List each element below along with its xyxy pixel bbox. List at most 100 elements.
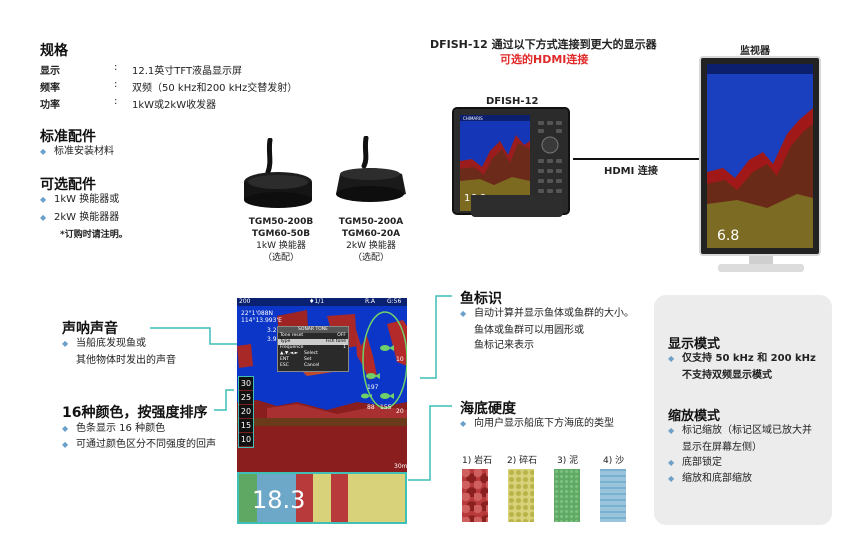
spec-key: 显示 [40,66,60,77]
optional-item: ◆1kW 换能器或 [40,194,120,205]
spec-value: 12.1英寸TFT液晶显示屏 [132,66,243,77]
diamond-bullet-icon: ◆ [62,424,69,433]
seabed-title: 海底硬度 [460,401,516,417]
optional-title: 可选配件 [40,177,96,193]
longitude-readout: 114°13.993'E [241,317,282,324]
fish-id-item-cont: 鱼体或鱼群可以用圆形或 [474,325,584,336]
display-mode-item: ◆仅支持 50 kHz 和 200 kHz [668,353,816,364]
diamond-bullet-icon: ◆ [668,354,675,363]
depth-scale-tick: 10 [396,356,404,363]
display-mode-title: 显示模式 [668,337,721,352]
diamond-bullet-icon: ◆ [668,458,675,467]
device-mount [471,195,563,217]
diamond-bullet-icon: ◆ [62,440,69,449]
transducer-2kw-image [330,135,410,208]
standard-item: ◆标准安装材料 [40,146,114,157]
standard-title: 标准配件 [40,129,96,145]
depth-small-readout: 3.2 [267,327,277,334]
colors-item: ◆色条显示 16 种颜色 [62,423,166,434]
sand-swatch [600,469,626,522]
sonar-sound-item-cont: 其他物体时发出的声音 [76,355,176,366]
fish-size-label: 197 [367,384,379,391]
fish-id-item-cont: 鱼标记来表示 [474,340,534,351]
color-scale-bar: 30 25 20 15 10 [238,376,254,448]
seabed-type-label: 2) 碎石 [507,456,538,466]
color-scale-step: 15 [239,419,253,433]
zoom-mode-title: 缩放模式 [668,409,721,424]
fish-size-label: 88 [367,404,375,411]
seabed-type-label: 3) 泥 [557,456,579,466]
seabed-segment [330,474,349,522]
fish-id-title: 鱼标识 [460,291,502,307]
mud-swatch [554,469,580,522]
seabed-segment [348,474,405,522]
menu-title: SONAR TONE [278,327,348,333]
fish-size-label: 155 [380,404,392,411]
diamond-bullet-icon: ◆ [40,213,47,222]
seabed-hardness-strip [237,472,407,524]
monitor-screen: 6.8 [707,64,813,248]
depth-readout-large: 18.3 [252,486,306,514]
fish-id-item: ◆自动计算并显示鱼体或鱼群的大小。 [460,308,634,319]
diamond-bullet-icon: ◆ [668,426,675,435]
color-scale-step: 30 [239,377,253,391]
depth-small-readout-2: 3.9 [267,336,277,343]
transducer-caption: TGM50-200A TGM60-20A 2kW 换能器 （选配） [338,217,404,263]
gain-readout: G:56 [387,298,402,305]
monitor-depth-readout: 6.8 [717,228,740,244]
depth-scale-tick: 20 [396,408,404,415]
seabed-segment [256,474,296,522]
spec-colon: : [114,96,118,107]
seabed-type-label: 1) 岩石 [462,456,493,466]
menu-key-hint: ▲,▼,◄,►Select [280,351,318,356]
transducer-1kw-image [238,137,318,210]
diamond-bullet-icon: ◆ [62,339,69,348]
hdmi-link-label: HDMI 连接 [604,166,658,177]
transducer-caption: TGM50-200B TGM60-50B 1kW 换能器 （选配） [248,217,314,263]
colors-item: ◆可通过颜色区分不同强度的回声 [62,439,216,450]
display-mode-item-cont: 不支持双频显示模式 [682,370,772,381]
diamond-bullet-icon: ◆ [40,147,47,156]
sonar-sound-title: 声呐声音 [62,321,118,337]
specs-table: 显示 : 12.1英寸TFT液晶显示屏 频率 : 双频（50 kHz和200 k… [40,62,370,112]
spec-colon: : [114,79,118,90]
mode-readout: R.A [365,298,375,305]
sonar-status-bar: 200 ♦1/1 R.A G:56 [237,298,407,306]
seabed-type-label: 4) 沙 [603,456,625,466]
sonar-screen: 200 ♦1/1 R.A G:56 22°1'088N 114°13.993'E… [237,298,407,472]
spec-key: 频率 [40,83,60,94]
spec-value: 1kW或2kW收发器 [132,100,217,111]
optional-note: *订购时请注明。 [60,230,128,240]
depth-scale-tick: 30m [394,463,407,470]
external-monitor: 6.8 [699,56,821,256]
zoom-mode-item: ◆缩放和底部缩放 [668,473,752,484]
zoom-mode-item-cont: 显示在屏幕左侧） [682,442,762,453]
seabed-item: ◆向用户显示船底下方海底的类型 [460,418,614,429]
color-scale-step: 20 [239,405,253,419]
colors-title: 16种颜色，按强度排序 [62,405,208,421]
monitor-label: 监视器 [740,46,770,57]
seabed-segment [313,474,331,522]
device-label: DFISH-12 [486,96,539,107]
diamond-bullet-icon: ◆ [668,474,675,483]
rock-swatch [462,469,488,522]
latitude-readout: 22°1'088N [241,310,274,317]
gravel-swatch [508,469,534,522]
zoom-mode-item: ◆标记缩放（标记区域已放大并 [668,425,812,436]
device-brand: CHIMARIS [463,116,483,121]
diamond-bullet-icon: ◆ [40,195,47,204]
seabed-segment [295,474,314,522]
spec-value: 双频（50 kHz和200 kHz交替发射） [132,83,298,94]
page-indicator: ♦1/1 [309,298,325,305]
hdmi-cable-line [573,158,699,160]
diamond-bullet-icon: ◆ [460,309,467,318]
diamond-bullet-icon: ◆ [460,419,467,428]
zoom-mode-item: ◆底部锁定 [668,457,722,468]
hdmi-subheading: 可选的HDMI连接 [500,53,589,66]
